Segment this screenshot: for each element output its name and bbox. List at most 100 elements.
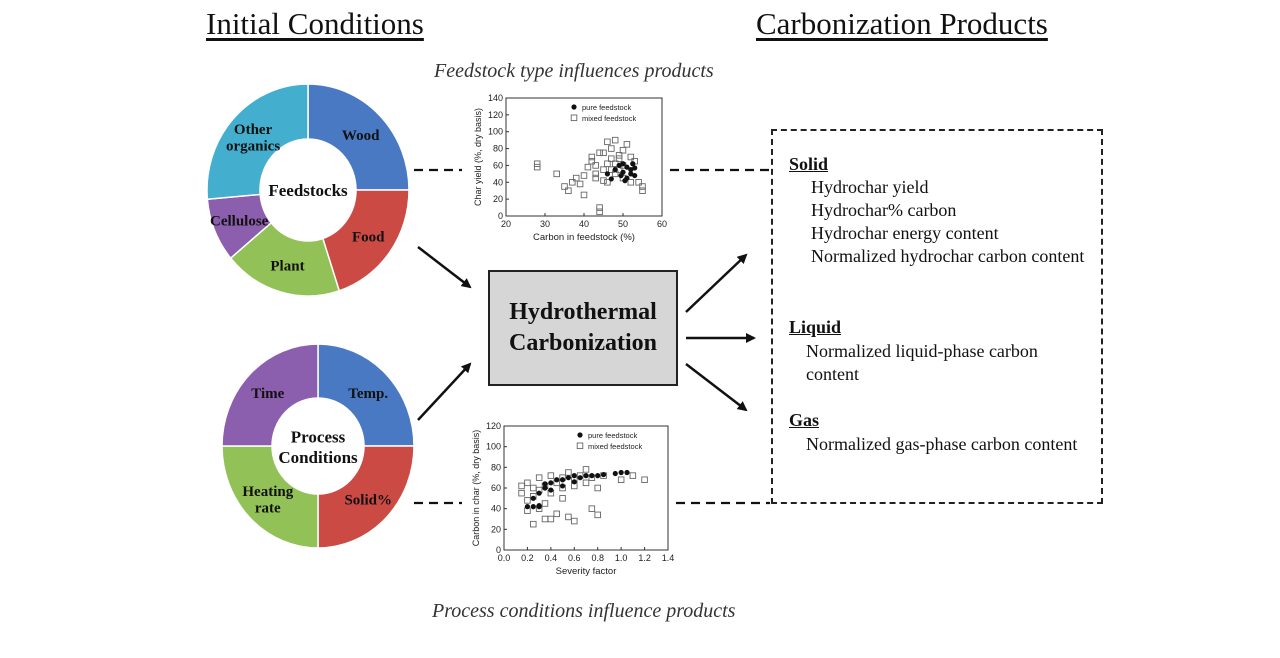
mixed-feedstock-point xyxy=(592,174,599,182)
donut-segment-wood xyxy=(307,83,410,191)
pure-feedstock-point xyxy=(632,165,638,171)
x-axis-label: Severity factor xyxy=(556,566,617,577)
pure-feedstock-point xyxy=(595,473,601,479)
pure-feedstock-point xyxy=(571,479,577,485)
donut-segment-solid xyxy=(317,445,415,549)
y-tick-label: 0 xyxy=(496,545,501,555)
plot-frame xyxy=(503,425,669,551)
pure-feedstock-point xyxy=(542,481,548,487)
y-tick-label: 120 xyxy=(486,421,501,431)
mixed-feedstock-point xyxy=(596,208,603,216)
donut-segment-temp xyxy=(317,343,415,447)
mixed-feedstock-point xyxy=(615,152,623,159)
donut-segment-other-organics xyxy=(206,83,309,201)
arrow-to-solid xyxy=(685,253,748,313)
legend-pure-label: pure feedstock xyxy=(582,103,631,112)
donut-label-time: Time xyxy=(251,386,284,402)
htc-line1: Hydrothermal xyxy=(509,299,657,325)
donut-segment-heating-rate xyxy=(221,445,319,549)
mixed-feedstock-point xyxy=(518,489,525,497)
arrow-feedstocks-to-htc xyxy=(417,246,472,289)
pure-feedstock-point xyxy=(612,470,618,477)
legend-mixed-marker xyxy=(576,442,584,450)
mixed-feedstock-point xyxy=(596,149,603,157)
pure-feedstock-point xyxy=(548,480,554,486)
mixed-feedstock-point xyxy=(604,138,611,146)
mixed-feedstock-point xyxy=(541,515,549,523)
mixed-feedstock-point xyxy=(611,136,619,144)
mixed-feedstock-point xyxy=(561,183,568,190)
arrow-to-gas xyxy=(685,363,748,412)
pure-feedstock-point xyxy=(624,164,630,170)
pure-feedstock-point xyxy=(628,171,634,177)
carbonization-products-heading: Carbonization Products xyxy=(756,6,1048,41)
mixed-feedstock-point xyxy=(588,505,596,512)
x-tick-label: 30 xyxy=(540,219,550,229)
pure-feedstock-point xyxy=(620,169,626,175)
mixed-feedstock-point xyxy=(627,153,635,161)
x-tick-label: 1.2 xyxy=(638,553,651,563)
mixed-feedstock-point xyxy=(533,163,541,171)
mixed-feedstock-point xyxy=(565,469,572,476)
pure-feedstock-point xyxy=(600,471,607,478)
mixed-feedstock-point xyxy=(600,149,607,157)
solid-item: Normalized hydrochar carbon content xyxy=(811,246,1085,266)
mixed-feedstock-point xyxy=(629,472,637,479)
mixed-feedstock-point xyxy=(582,479,590,487)
mixed-feedstock-point xyxy=(530,484,537,492)
mixed-feedstock-point xyxy=(565,187,572,194)
feedstocks-center-label: Feedstocks xyxy=(268,181,348,200)
mixed-feedstock-point xyxy=(559,495,566,502)
mixed-feedstock-point xyxy=(569,179,576,186)
y-tick-label: 40 xyxy=(493,177,503,187)
donut-label-solid: Solid% xyxy=(344,492,392,508)
mixed-feedstock-point xyxy=(619,147,627,154)
mixed-feedstock-point xyxy=(617,476,625,483)
donut-label-wood: Wood xyxy=(342,128,380,144)
x-tick-label: 0.6 xyxy=(568,553,581,563)
liquid-title: Liquid xyxy=(789,317,842,337)
solid-item: Hydrochar% carbon xyxy=(811,200,957,220)
legend-mixed-label: mixed feedstock xyxy=(582,114,636,123)
mixed-feedstock-point xyxy=(592,170,599,178)
pure-feedstock-point xyxy=(536,502,542,509)
donut-label-plant: Plant xyxy=(270,259,304,275)
x-tick-label: 0.4 xyxy=(545,553,558,563)
pure-feedstock-point xyxy=(559,483,566,489)
pure-feedstock-point xyxy=(524,504,531,510)
mixed-feedstock-point xyxy=(535,474,543,481)
x-tick-label: 20 xyxy=(501,219,511,229)
solid-item: Hydrochar energy content xyxy=(811,223,999,243)
mixed-feedstock-point xyxy=(600,177,607,184)
x-axis-label: Carbon in feedstock (%) xyxy=(533,232,635,243)
pure-feedstock-point xyxy=(554,477,560,483)
mixed-feedstock-point xyxy=(571,517,578,525)
mixed-feedstock-point xyxy=(580,191,588,199)
mixed-feedstock-point xyxy=(524,497,531,504)
y-tick-label: 120 xyxy=(488,110,503,120)
mixed-feedstock-point xyxy=(582,466,590,473)
pure-feedstock-point xyxy=(542,485,548,491)
y-tick-label: 100 xyxy=(486,442,501,452)
pure-feedstock-point xyxy=(620,161,626,167)
mixed-feedstock-point xyxy=(608,145,615,152)
mixed-feedstock-point xyxy=(594,511,601,519)
y-tick-label: 140 xyxy=(488,93,503,103)
arrow-process-to-htc xyxy=(417,362,472,421)
pure-feedstock-point xyxy=(589,473,595,479)
pure-feedstock-point xyxy=(559,477,566,483)
legend-pure-marker xyxy=(577,432,583,438)
mixed-feedstock-point xyxy=(588,153,596,161)
pure-feedstock-point xyxy=(530,495,536,501)
mixed-feedstock-point xyxy=(623,141,631,148)
liquid-item: Normalized liquid-phase carbon xyxy=(806,341,1038,361)
mixed-feedstock-point xyxy=(533,160,541,167)
pure-feedstock-point xyxy=(630,161,636,167)
mixed-feedstock-point xyxy=(553,510,560,518)
mixed-feedstock-point xyxy=(635,179,642,186)
y-tick-label: 80 xyxy=(493,144,503,154)
